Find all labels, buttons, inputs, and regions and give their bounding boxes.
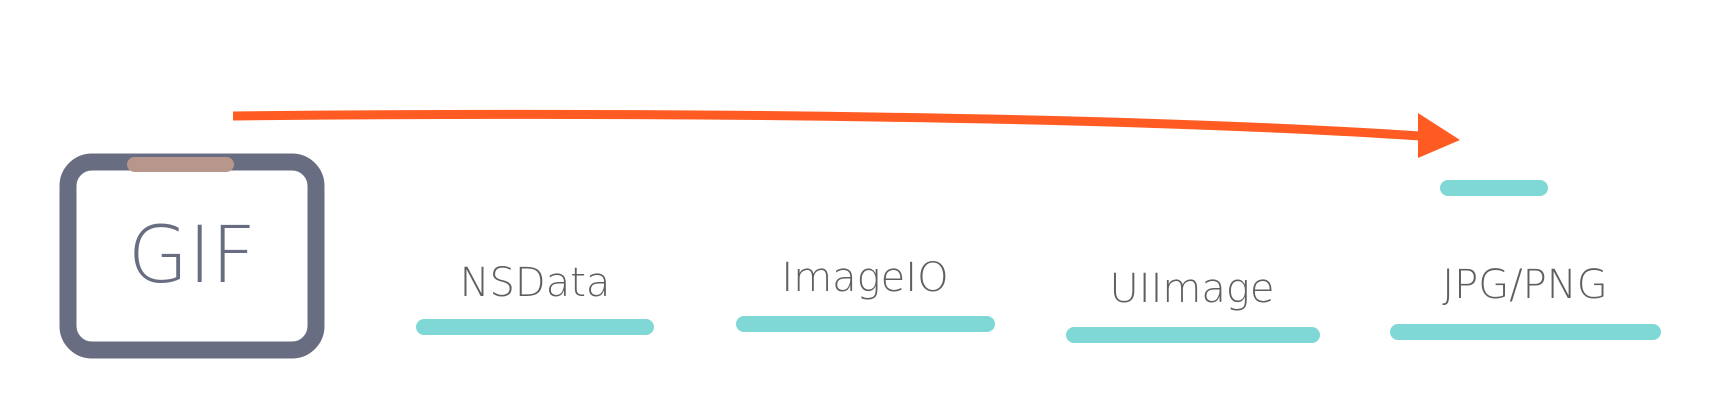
gif-file-icon: GIF (59, 153, 325, 359)
stage-underline-imageio (736, 316, 995, 332)
stage-label-uiimage: UIImage (1110, 266, 1275, 312)
stage-uiimage: UIImage (1066, 266, 1320, 343)
stage-jpg-png: JPG/PNG (1390, 262, 1661, 340)
gif-label: GIF (128, 211, 256, 301)
arrow-shaft (232, 109, 1421, 141)
stage-nsdata: NSData (416, 260, 654, 335)
stage-imageio: ImageIO (736, 255, 995, 332)
target-marker (1440, 180, 1548, 196)
arrow-head-icon (1418, 113, 1460, 158)
stage-underline-jpg-png (1390, 324, 1661, 340)
stage-label-jpg-png: JPG/PNG (1442, 262, 1607, 308)
stage-underline-uiimage (1066, 327, 1320, 343)
stage-label-imageio: ImageIO (781, 255, 948, 301)
stage-label-nsdata: NSData (460, 260, 611, 306)
conversion-arrow (232, 109, 1460, 158)
stage-underline-nsdata (416, 319, 654, 335)
gif-file-tab (127, 157, 234, 172)
